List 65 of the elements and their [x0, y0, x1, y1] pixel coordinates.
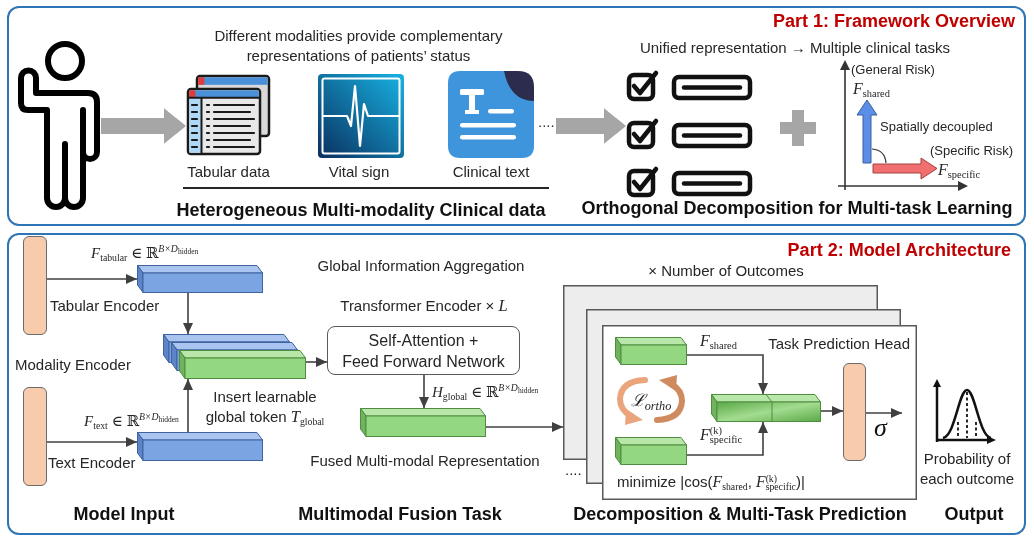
feature-block	[615, 437, 687, 465]
arrow	[419, 374, 429, 409]
icon-caption: Clinical text	[452, 162, 530, 182]
arrow	[305, 357, 328, 367]
annotation: × Number of Outcomes	[648, 261, 804, 281]
concatenated-feature-block	[711, 394, 821, 422]
encoder-label: Text Encoder	[48, 453, 136, 473]
block-arrow	[101, 108, 186, 144]
encoder-bar	[23, 236, 47, 335]
annotation: (General Risk)	[851, 61, 935, 78]
icon-caption: Tabular data	[187, 162, 270, 182]
feature-block	[360, 408, 486, 437]
feature-block	[137, 432, 263, 461]
arrow	[865, 408, 903, 418]
panel	[7, 233, 1026, 535]
block-arrow	[556, 108, 626, 144]
feature-block	[137, 265, 263, 293]
arrow	[46, 274, 138, 284]
arrow	[183, 378, 193, 433]
annotation: Fused Multi-modal Representation	[310, 451, 540, 471]
encoder-bar	[23, 387, 47, 486]
panel	[7, 6, 1026, 226]
encoder-label: Tabular Encoder	[50, 296, 160, 316]
panel-title: Part 1: Framework Overview	[772, 10, 1015, 32]
ellipsis: ....	[538, 114, 556, 130]
arrow	[485, 422, 564, 432]
math-label: ℒ$_{ortho}$	[630, 391, 672, 411]
section-heading: Decomposition & Multi-Task Prediction	[573, 503, 907, 525]
annotation: Insert learnable global token T$_{global}$	[204, 387, 326, 427]
panel-title: Part 2: Model Architecture	[787, 239, 1011, 261]
annotation: Modality Encoder	[15, 355, 131, 375]
annotation: (Specific Risk)	[930, 142, 1014, 159]
section-heading: Heterogeneous Multi-modality Clinical data	[176, 199, 546, 221]
icon-caption: Vital sign	[328, 162, 390, 182]
annotation: Global Information Aggregation	[317, 256, 525, 276]
annotation: Spatially decoupled	[880, 118, 993, 135]
annotation: Different modalities provide complementary representations of patients’ status	[213, 26, 504, 66]
heart-monitor-icon	[318, 74, 404, 158]
section-heading: Output	[944, 503, 1004, 525]
arrow	[686, 354, 768, 395]
text-document-icon	[448, 71, 534, 158]
feature-block	[615, 337, 687, 365]
section-heading: Model Input	[73, 503, 175, 525]
annotation: Transformer Encoder × L	[340, 296, 508, 316]
annotation: minimize |cos(F$_{shared}$, F$^{(k)}$$_{specific}$)|	[617, 471, 805, 493]
checklist-drawing	[626, 68, 754, 196]
arrow	[46, 437, 138, 447]
process-box	[327, 326, 520, 375]
table-window-icon	[186, 74, 271, 156]
token-stack	[163, 334, 306, 379]
panel-heading: Task Prediction Head	[768, 334, 910, 354]
output-layer-bar	[843, 363, 866, 461]
process-label: Self-Attention + Feed Forward Network	[342, 330, 505, 372]
annotation: Probability of each outcome	[918, 449, 1016, 489]
stacked-panels	[563, 285, 917, 500]
person-icon	[17, 40, 101, 210]
math-label: F$_{specific}$	[938, 160, 981, 180]
arrow	[183, 292, 193, 335]
arrow	[820, 406, 844, 416]
arrow	[686, 421, 768, 456]
math-label: F$_{shared}$	[853, 79, 890, 99]
section-heading: Multimodal Fusion Task	[298, 503, 502, 525]
section-heading: Orthogonal Decomposition for Multi-task Learning	[581, 197, 1013, 219]
annotation: Unified representation → Multiple clinical tasks	[639, 38, 951, 58]
ellipsis: ....	[565, 460, 582, 480]
